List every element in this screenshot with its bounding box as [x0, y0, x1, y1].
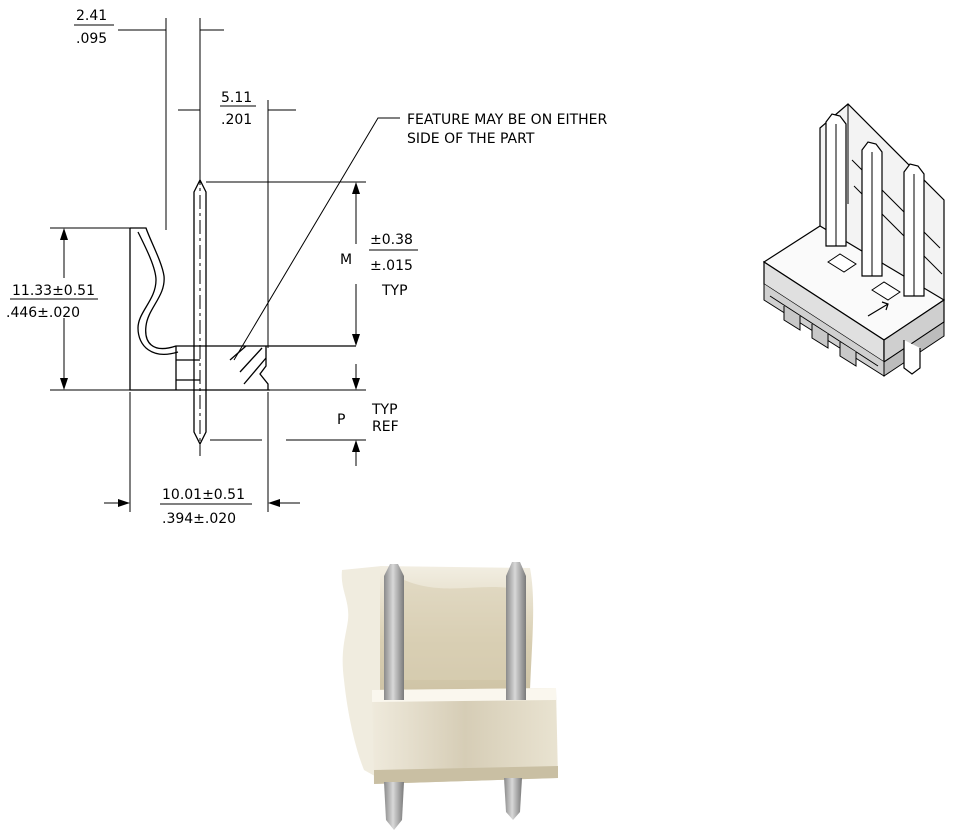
- dim-p-letter: P: [337, 412, 345, 428]
- iso-pin-2: [861, 141, 883, 277]
- housing-profile: [129, 227, 356, 391]
- dim-pin-width-imperial: .095: [76, 31, 107, 47]
- pin-profile: [193, 170, 207, 456]
- dim-m-tol-metric: ±0.38: [370, 232, 413, 248]
- dim-height-metric: 11.33±0.51: [12, 283, 95, 299]
- dim-pin-width-metric: 2.41: [76, 8, 107, 24]
- side-view: 2.41 .095 5.11 .201 FEATURE MAY BE ON EI…: [6, 8, 608, 527]
- feature-note-line2: SIDE OF THE PART: [407, 131, 535, 147]
- dim-pin-offset-imperial: .201: [221, 112, 252, 128]
- feature-note: FEATURE MAY BE ON EITHER SIDE OF THE PAR…: [233, 112, 608, 361]
- dim-pin-offset: 5.11 .201: [178, 90, 296, 348]
- dim-m-letter: M: [340, 252, 352, 268]
- dim-depth-imperial: .394±.020: [162, 511, 236, 527]
- dim-p-note1: TYP: [371, 402, 398, 418]
- dim-m-tol-imperial: ±.015: [370, 258, 413, 274]
- iso-pin-1: [825, 113, 847, 247]
- iso-pin-3: [903, 163, 925, 297]
- connector-photo: [341, 562, 558, 830]
- dim-p: P TYP REF: [210, 364, 399, 466]
- dim-pin-width: 2.41 .095: [74, 8, 224, 230]
- dim-depth-metric: 10.01±0.51: [162, 487, 245, 503]
- feature-note-line1: FEATURE MAY BE ON EITHER: [407, 112, 608, 128]
- dim-height-imperial: .446±.020: [6, 305, 80, 321]
- dim-m-note: TYP: [381, 283, 408, 299]
- connector-isometric-illustration: [762, 103, 946, 377]
- dim-pin-offset-metric: 5.11: [221, 90, 252, 106]
- dim-p-note2: REF: [372, 419, 399, 435]
- dim-height: 11.33±0.51 .446±.020: [6, 227, 130, 391]
- dim-depth: 10.01±0.51 .394±.020: [104, 392, 300, 527]
- dim-m: M ±0.38 ±.015 TYP: [206, 181, 418, 346]
